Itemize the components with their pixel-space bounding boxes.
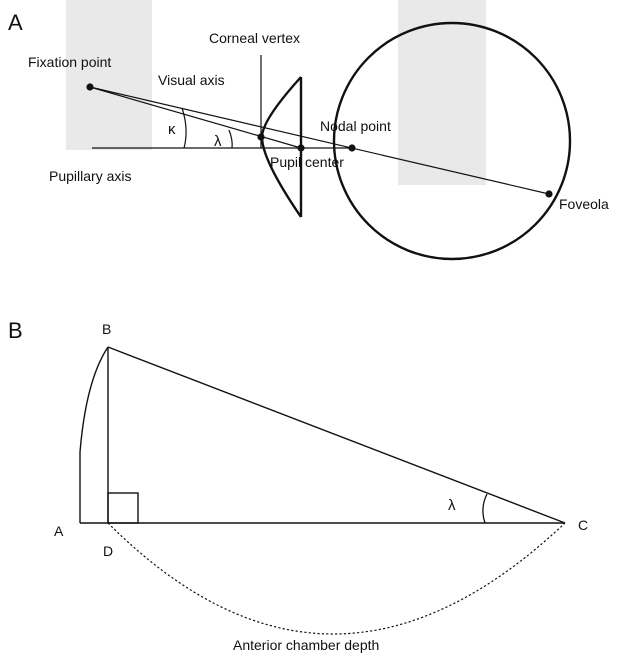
fixation-point-dot [86, 83, 94, 91]
lambda-symbol-a: λ [214, 133, 222, 150]
watermark-bar-left [66, 0, 152, 150]
right-angle-marker [107, 492, 139, 524]
anterior-chamber-depth-label: Anterior chamber depth [233, 637, 379, 653]
cornea-curve [260, 76, 302, 218]
point-c-label: C [578, 517, 588, 533]
kappa-symbol: κ [168, 121, 176, 138]
kappa-angle-arc [181, 107, 187, 149]
fixation-point-label: Fixation point [28, 54, 111, 70]
foveola-label: Foveola [559, 196, 609, 212]
panel-b: B B A D C λ Anterior chamber depth [8, 318, 588, 653]
lambda-angle-arc-b [482, 493, 488, 524]
corneal-vertex-dot [257, 133, 265, 141]
panel-a: A Fixation point Corneal vertex Visual a… [8, 10, 609, 261]
panel-a-letter: A [8, 10, 23, 35]
eye-globe [332, 21, 572, 261]
nodal-point-label: Nodal point [320, 118, 391, 134]
pupil-center-label: Pupil center [270, 154, 344, 170]
lambda-symbol-b: λ [448, 497, 456, 514]
panel-b-letter: B [8, 318, 23, 343]
point-b-label: B [102, 321, 111, 337]
point-a-label: A [54, 523, 64, 539]
visual-axis-label: Visual axis [158, 72, 225, 88]
anterior-chamber-depth-curve [107, 522, 566, 635]
nodal-point-dot [348, 144, 356, 152]
cornea-arc [79, 346, 109, 523]
foveola-dot [545, 190, 553, 198]
lambda-angle-arc [228, 129, 233, 149]
pupil-center-dot [297, 144, 305, 152]
point-d-label: D [103, 543, 113, 559]
hypotenuse-bc [107, 346, 566, 524]
corneal-vertex-label: Corneal vertex [209, 30, 300, 46]
pupillary-axis-label: Pupillary axis [49, 168, 131, 184]
visual-axis-line [89, 86, 550, 195]
line-of-sight [89, 86, 302, 149]
